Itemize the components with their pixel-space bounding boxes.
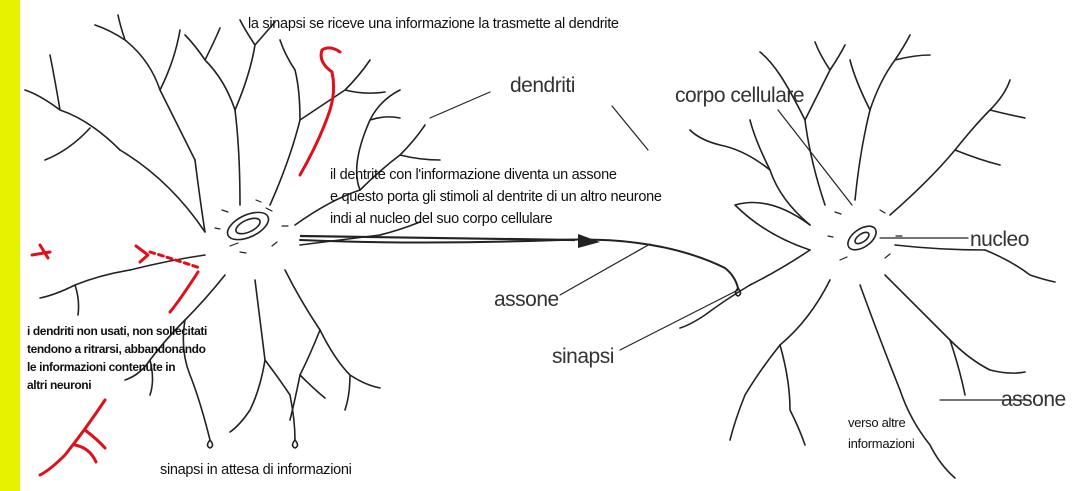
red-dendrites [30,46,342,477]
label-corpo-cellulare: corpo cellulare [675,84,805,107]
label-assone-left: assone [494,288,559,311]
left-soma-outline [119,109,381,361]
left-neuron [24,14,742,449]
diagram-title: la sinapsi se riceve una informazione la… [248,16,619,32]
note-verso-2: informazioni [848,436,915,451]
note-middle-1: il dentrite con l'informazione diventa u… [330,167,617,183]
note-verso-1: verso altre [848,415,906,430]
left-axon [299,238,739,289]
note-middle-3: indi al nucleo del suo corpo cellulare [330,211,553,227]
direction-arrow [299,234,576,242]
note-left-1: i dendriti non usati, non sollecitati [27,324,207,338]
label-sinapsi: sinapsi [552,345,614,368]
arrow-head [578,234,600,248]
note-bottom: sinapsi in attesa di informazioni [160,462,352,478]
note-left-3: le informazioni contenute in [27,360,176,374]
note-middle-2: e questo porta gli stimoli al dentrite d… [330,189,662,205]
note-left-2: tendono a ritrarsi, abbandonando [27,342,206,356]
note-left-4: altri neuroni [27,378,92,392]
label-dendriti: dendriti [510,74,575,97]
right-neuron [679,34,1056,479]
label-nucleo: nucleo [970,228,1029,251]
label-assone-right: assone [1001,388,1066,411]
